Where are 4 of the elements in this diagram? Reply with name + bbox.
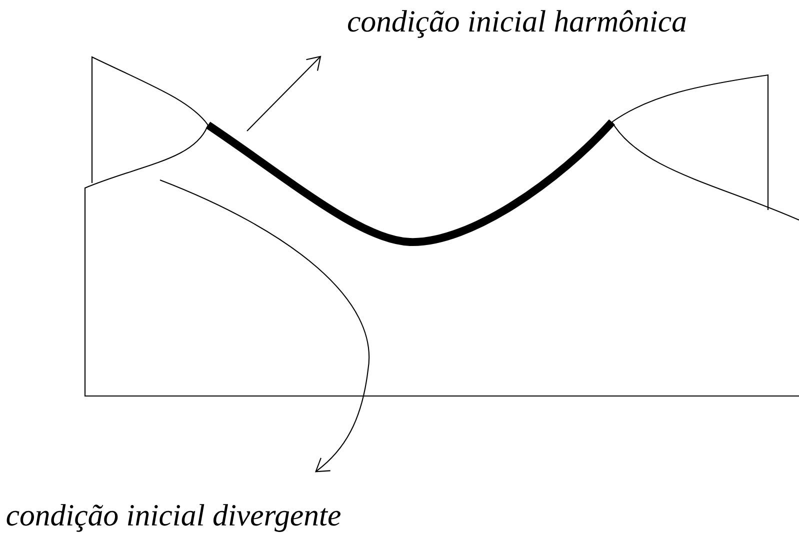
caption-text: condição inicial divergente (6, 504, 340, 532)
arrow (160, 180, 370, 472)
caption-text: condição inicial harmônica (348, 10, 686, 38)
arrow (246, 56, 322, 132)
